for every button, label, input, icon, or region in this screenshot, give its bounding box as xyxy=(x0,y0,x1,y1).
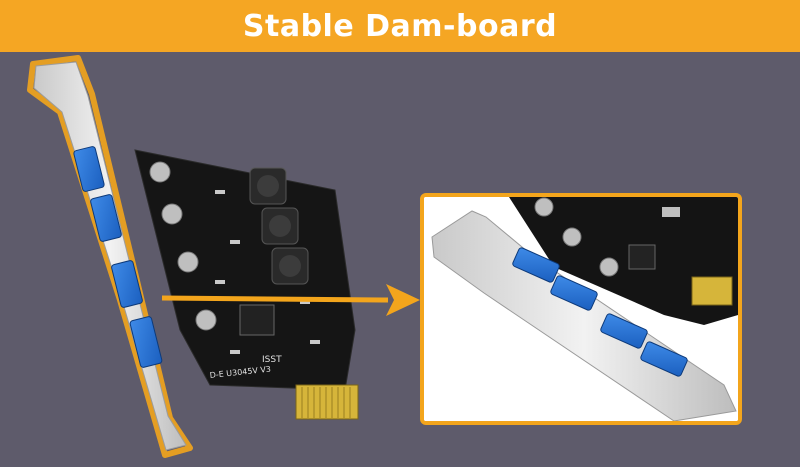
main-card-photo: ISST D-E U3045V V3 xyxy=(27,55,359,458)
capacitor xyxy=(599,257,619,277)
zoom-inset xyxy=(420,193,742,425)
usb-port xyxy=(512,247,560,283)
usb-port xyxy=(90,194,122,242)
controller-chip xyxy=(628,244,656,270)
capacitor xyxy=(534,197,554,217)
capacitor xyxy=(562,227,582,247)
banner-title: Stable Dam-board xyxy=(242,8,558,44)
pcb-board xyxy=(134,149,356,391)
zoom-photo xyxy=(424,197,738,421)
capacitor xyxy=(149,161,171,183)
usb-ports-inset xyxy=(512,247,688,377)
controller-chip xyxy=(239,304,275,336)
usb-port xyxy=(129,316,163,368)
usb-port xyxy=(640,341,688,377)
usb-port xyxy=(73,146,105,192)
usb-port xyxy=(111,260,143,308)
arrow-icon xyxy=(161,284,420,316)
usb-ports-left xyxy=(73,146,163,368)
card-label: ISST xyxy=(262,355,282,365)
usb-port xyxy=(550,275,598,311)
title-banner: Stable Dam-board xyxy=(0,0,800,52)
gold-fingers xyxy=(295,384,359,420)
usb-port xyxy=(600,313,648,349)
capacitor xyxy=(161,203,183,225)
capacitor xyxy=(195,309,217,331)
capacitor xyxy=(177,251,199,273)
